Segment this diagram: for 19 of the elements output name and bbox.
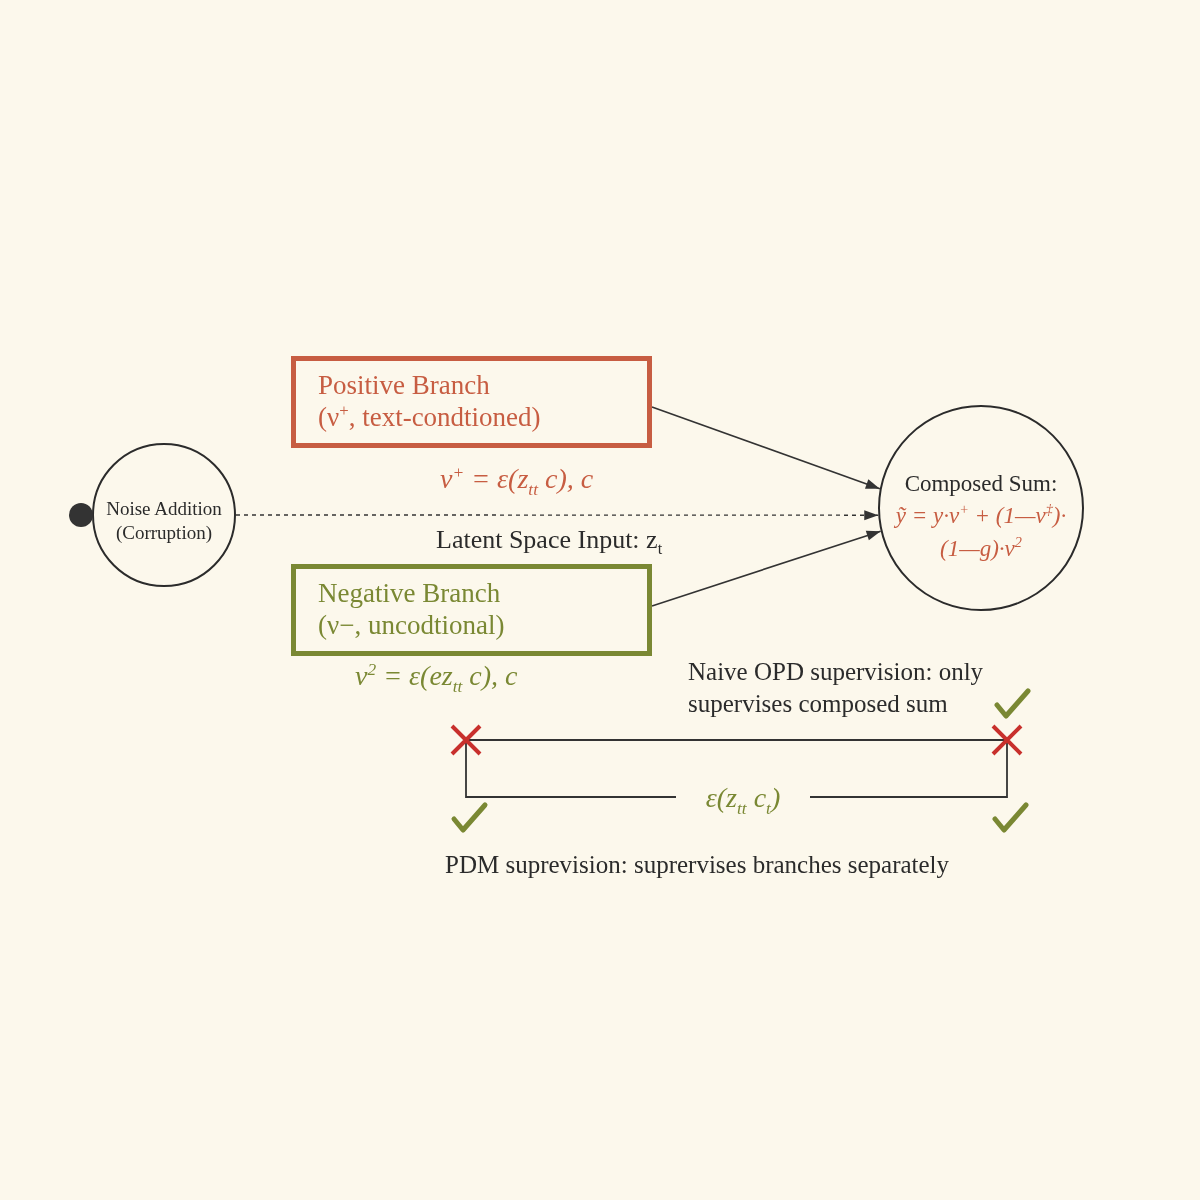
dashed-arrow bbox=[235, 510, 879, 521]
formula: ε(z$_{tt}$ c$_{t}$) bbox=[704, 781, 782, 815]
branch-title: Positive Branch bbox=[318, 369, 491, 401]
branch-box bbox=[291, 564, 652, 656]
branch-title: Negative Branch bbox=[318, 577, 502, 609]
formula: ỹ = y·ν$^{+}$ + (1—ν$^{‡}$)· (1—g)·ν$^{2}$ bbox=[893, 500, 1068, 563]
note-text: PDM suprevision: suprervises branches separately bbox=[445, 850, 950, 880]
formula: ν$^{+}$ = ε(z$_{tt}$ c), c bbox=[440, 462, 594, 496]
formula: ν$^{2}$ = ε(ez$_{tt}$ c), c bbox=[355, 659, 518, 693]
process-circle bbox=[878, 405, 1084, 611]
branch-box bbox=[291, 356, 652, 448]
note-text: Naive OPD supervision: only supervises composed sum bbox=[688, 657, 985, 719]
branch-subtitle: (ν−, uncodtional) bbox=[318, 609, 506, 641]
arrow bbox=[651, 530, 882, 607]
process-circle bbox=[92, 443, 236, 587]
node-title: Composed Sum: bbox=[904, 470, 1058, 498]
arrow bbox=[651, 406, 881, 490]
branch-subtitle: (ν$^{+}$, text-condtioned) bbox=[318, 401, 542, 433]
node-label: Noise Addition (Corruption) bbox=[105, 497, 223, 545]
